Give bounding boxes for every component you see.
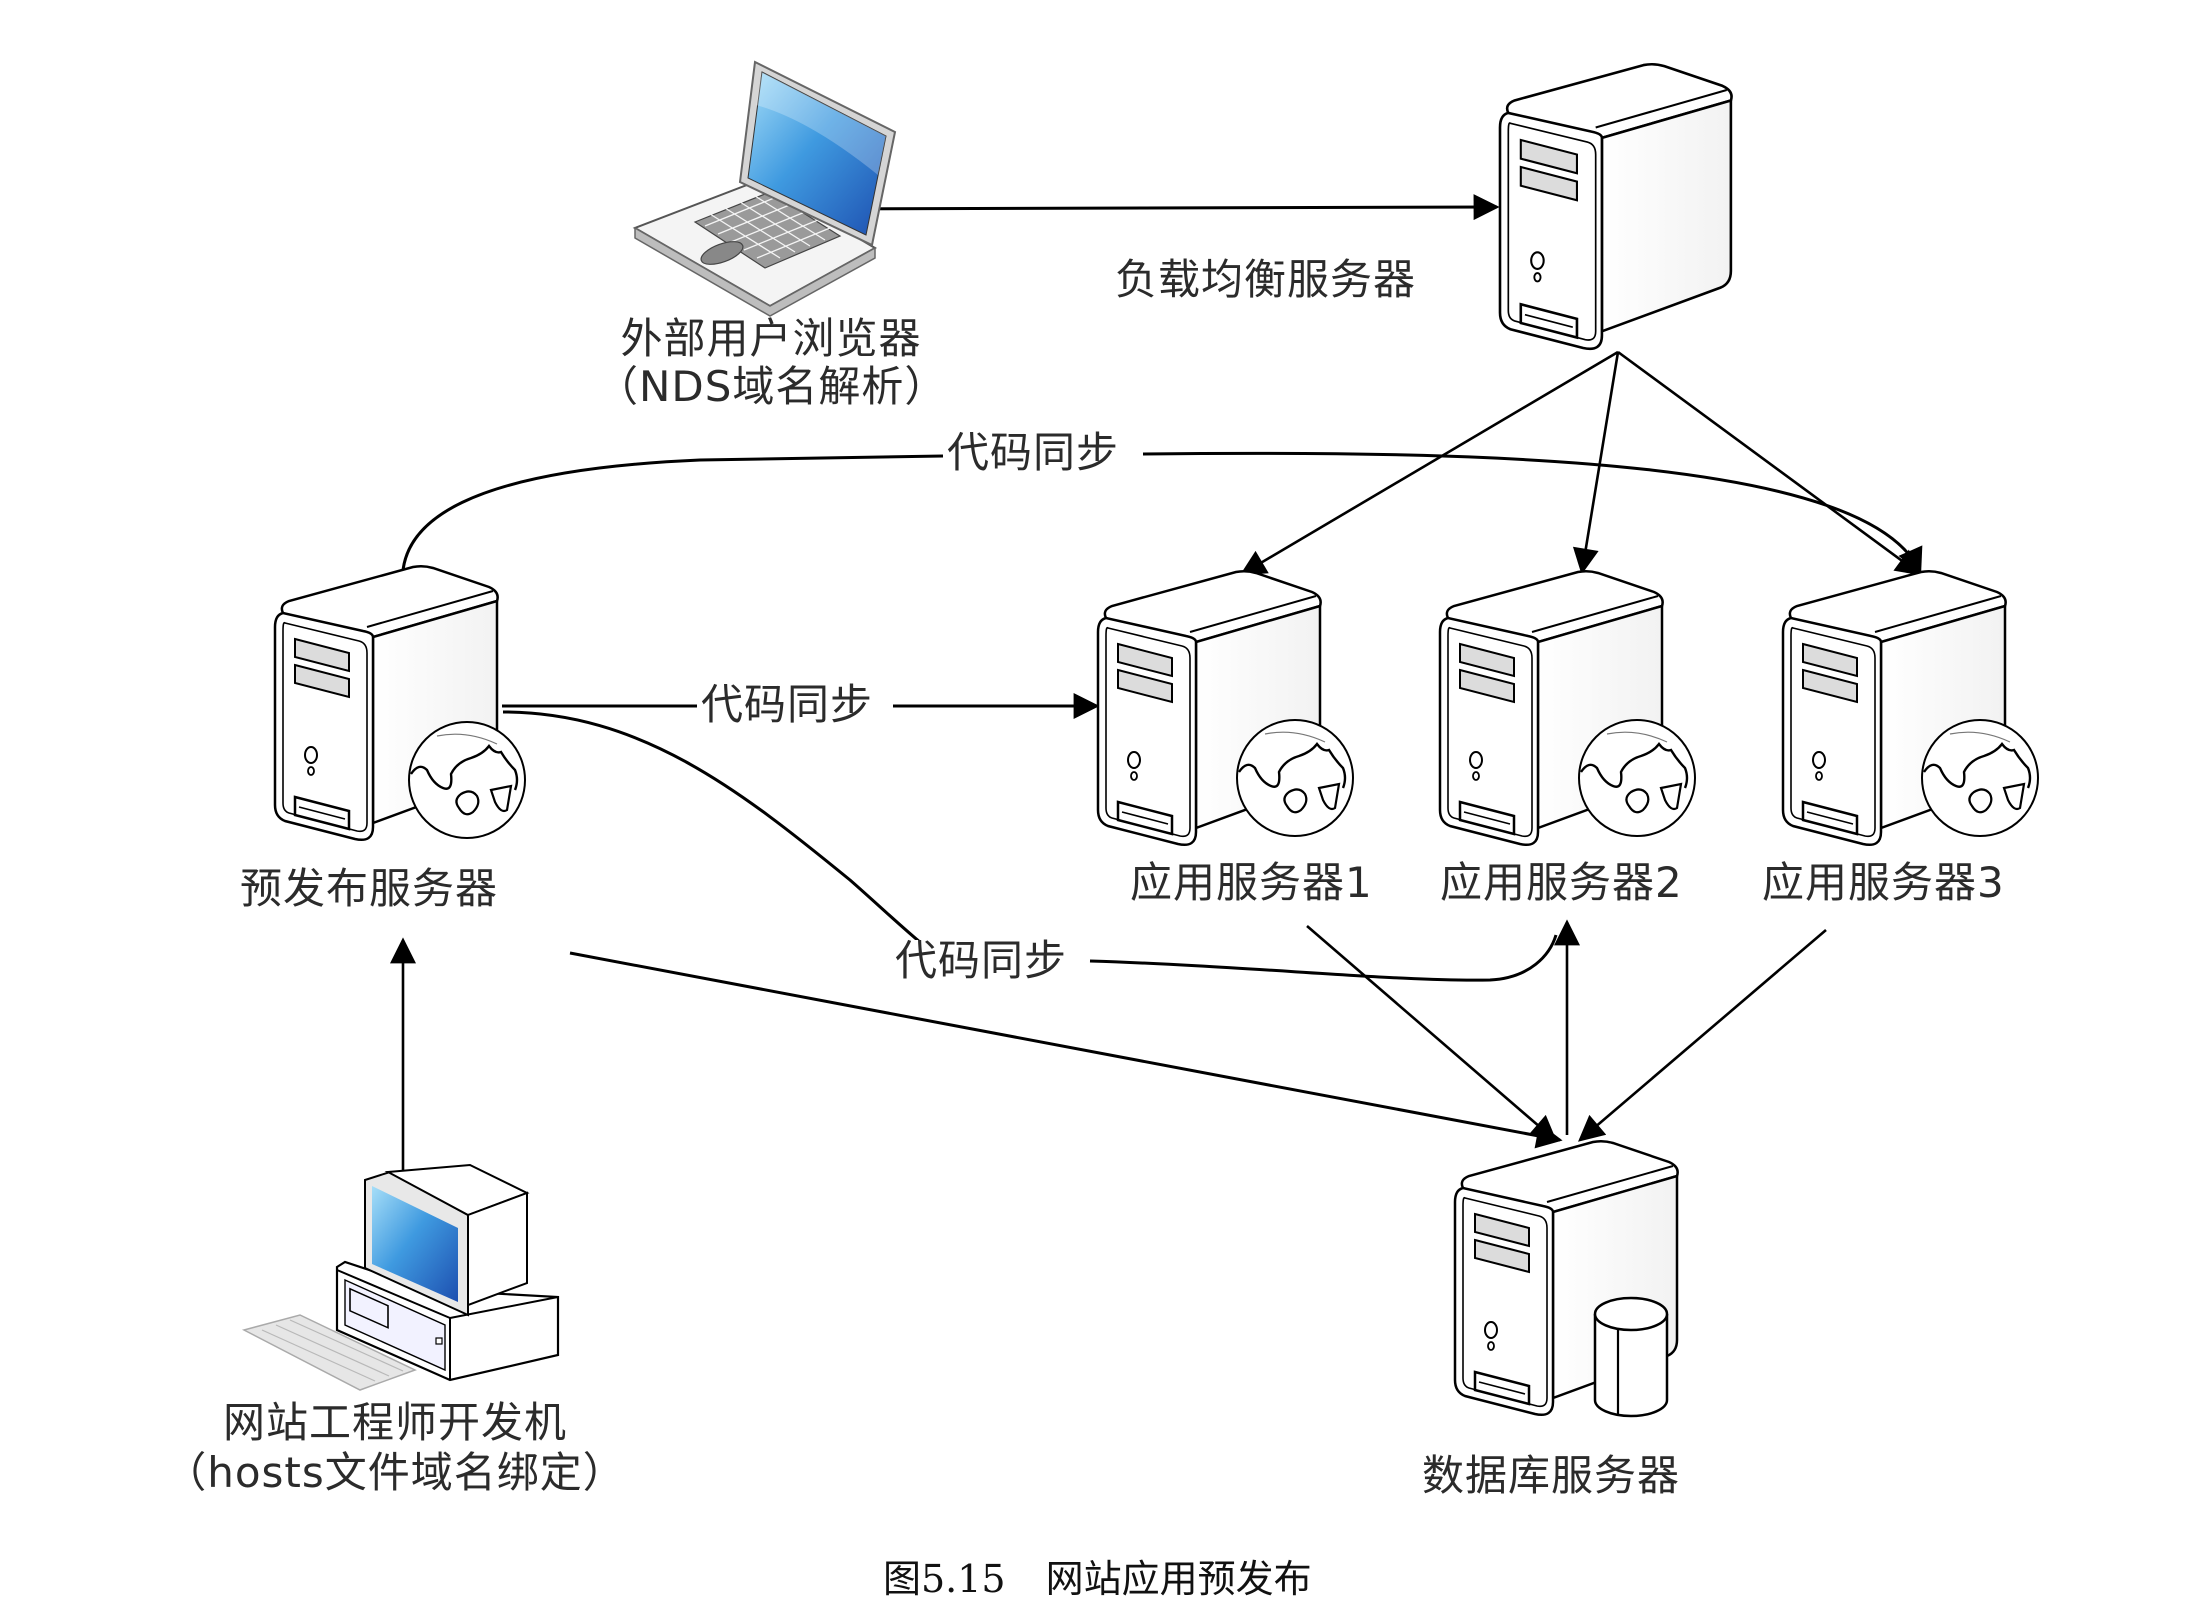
- globe-icon: [407, 720, 527, 840]
- app-server-3-label: 应用服务器3: [1762, 858, 2005, 907]
- edge-browser-to-lb: [812, 194, 1500, 221]
- edge-pre-to-db: [569, 951, 1563, 1149]
- external-browser-label-line2: （NDS域名解析）: [596, 362, 948, 411]
- pre-release-server-label: 预发布服务器: [240, 864, 499, 913]
- app-server-1-label: 应用服务器1: [1130, 858, 1373, 907]
- laptop-icon: [632, 60, 897, 317]
- globe-icon: [1577, 718, 1697, 838]
- app-server-2-label: 应用服务器2: [1440, 858, 1683, 907]
- edge-lb-to-app1: [1239, 350, 1619, 576]
- database-cylinder-icon: [1593, 1296, 1669, 1418]
- dev-machine-label-line1: 网站工程师开发机: [222, 1398, 567, 1447]
- edge-lb-to-app3: [1617, 350, 1923, 576]
- external-browser-label-line1: 外部用户浏览器: [620, 314, 922, 363]
- edge-app1-to-db: [1306, 925, 1557, 1142]
- figure-title: 网站应用预发布: [1045, 1557, 1312, 1601]
- dev-machine-label-line2: （hosts文件域名绑定）: [164, 1448, 626, 1497]
- external-browser-label: 外部用户浏览器 （NDS域名解析）: [596, 318, 946, 408]
- load-balancer-server-icon: [1498, 62, 1733, 351]
- desktop-pc-icon: [241, 1163, 560, 1391]
- edge-label-sync-top: 代码同步: [945, 428, 1122, 477]
- edge-sync-pre-to-app2-tail: [1089, 934, 1558, 982]
- edge-sync-pre-to-app2: [502, 710, 961, 974]
- dev-machine-label: 网站工程师开发机 （hosts文件域名绑定）: [150, 1402, 640, 1494]
- load-balancer-label: 负载均衡服务器: [1115, 255, 1417, 304]
- globe-icon: [1920, 718, 2040, 838]
- edge-label-sync-bottom: 代码同步: [893, 936, 1070, 985]
- edge-app3-to-db: [1578, 929, 1827, 1142]
- edge-sync-pre-to-app3: [400, 451, 1920, 589]
- database-server-label: 数据库服务器: [1422, 1451, 1681, 1500]
- figure-number: 图5.15: [883, 1557, 1006, 1601]
- edge-lb-to-app2: [1572, 351, 1620, 575]
- globe-icon: [1235, 718, 1355, 838]
- edges: [390, 194, 1923, 1180]
- edge-label-sync-middle: 代码同步: [699, 680, 876, 729]
- figure-caption: 图5.15 网站应用预发布: [883, 1548, 1312, 1603]
